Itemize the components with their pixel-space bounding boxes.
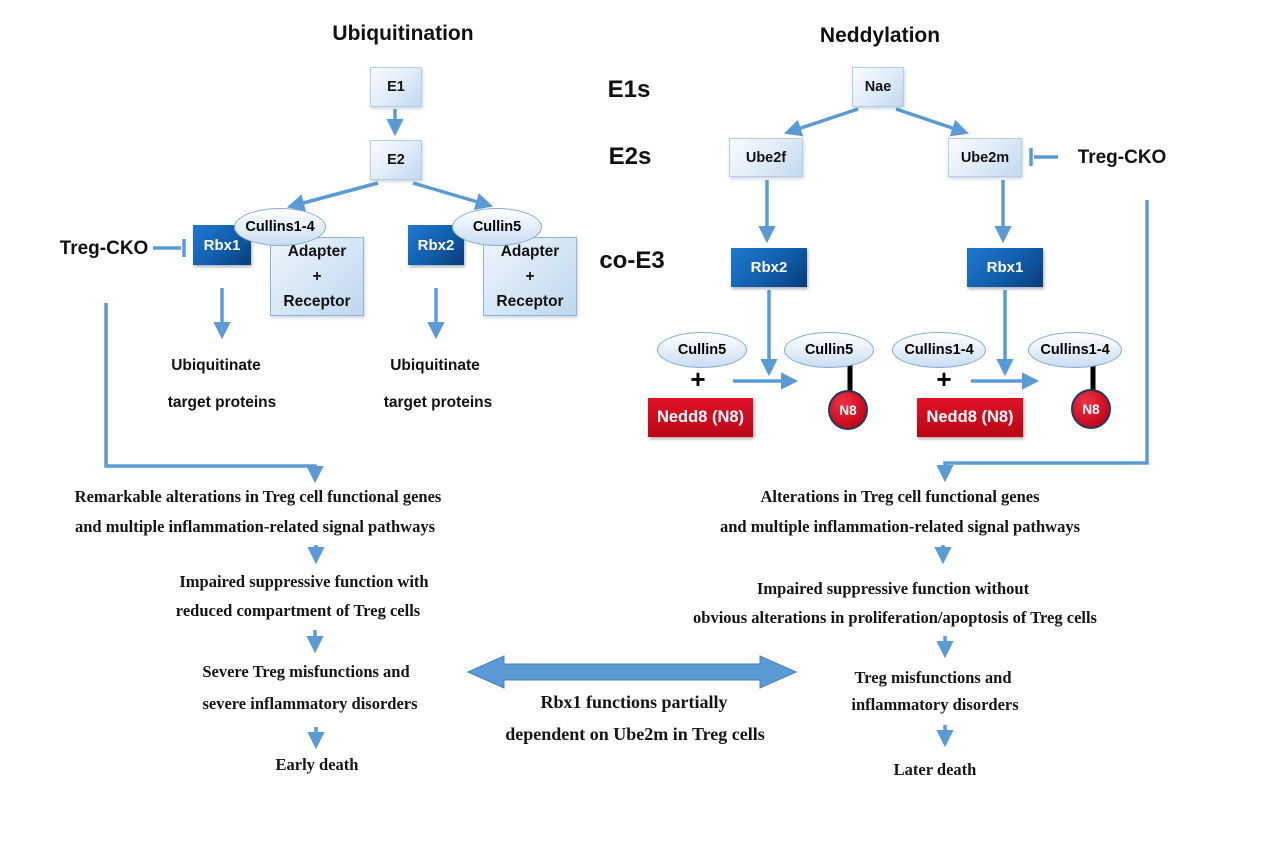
outcome-2-line1: Ubiquitinate — [390, 357, 480, 374]
arrow-e2-to-complex1 — [286, 181, 379, 212]
e1-box: E1 — [370, 67, 422, 107]
e2-box-label: E2 — [387, 152, 405, 168]
flow-right-1-line2: and multiple inflammation-related signal… — [720, 517, 1080, 536]
receptor-label-1: Receptor — [283, 293, 351, 310]
n8-circle-1: N8 — [828, 390, 868, 430]
stage-label-coe3: co-E3 — [599, 247, 665, 274]
cullin5-ellipse-left: Cullin5 — [452, 208, 542, 246]
cullins14-product-ellipse: Cullins1-4 — [1028, 332, 1122, 368]
adapter-plus-2: + — [525, 268, 535, 285]
flow-right-4-line1: Later death — [893, 760, 977, 779]
flow-left-1-line2: and multiple inflammation-related signal… — [75, 517, 435, 536]
cullins14-ellipse-left: Cullins1-4 — [234, 208, 326, 246]
center-caption-line1: Rbx1 functions partially — [540, 692, 728, 712]
flow-left-4-line1: Early death — [275, 755, 359, 774]
outcome-1-line1: Ubiquitinate — [171, 357, 261, 374]
nedd8-box-1-label: Nedd8 (N8) — [656, 408, 745, 426]
arrow-e2-to-complex2 — [412, 181, 494, 210]
cullins14-substrate-label: Cullins1-4 — [904, 342, 974, 358]
adapter-receptor-box-2: Adapter + Receptor — [483, 237, 577, 316]
treg-cko-label-right: Treg-CKO — [1077, 147, 1167, 168]
flow-right-3-line1: Treg misfunctions and — [854, 668, 1012, 687]
nedd8-box-1: Nedd8 (N8) — [648, 398, 753, 437]
flow-left-2-line2: reduced compartment of Treg cells — [175, 601, 421, 620]
nae-box-label: Nae — [864, 79, 892, 95]
ube2f-box: Ube2f — [729, 138, 803, 177]
elbow-connector-right — [936, 200, 1149, 483]
cullin5-ellipse-left-label: Cullin5 — [472, 219, 522, 235]
arrow-nae-to-ube2f — [784, 107, 859, 137]
ube2m-box-label: Ube2m — [960, 149, 1010, 166]
stage-label-e1s: E1s — [607, 76, 651, 103]
cullin5-substrate-label: Cullin5 — [677, 342, 727, 358]
cullin5-substrate-ellipse: Cullin5 — [657, 332, 747, 368]
stage-label-e2s: E2s — [608, 143, 652, 170]
flow-right-1-line1: Alterations in Treg cell functional gene… — [760, 487, 1040, 506]
n8-circle-1-label: N8 — [839, 402, 857, 418]
cullins14-product-label: Cullins1-4 — [1040, 342, 1110, 358]
n8-circle-2-label: N8 — [1082, 401, 1100, 417]
arrow-nae-to-ube2m — [895, 107, 969, 137]
flow-left-3-line1: Severe Treg misfunctions and — [202, 662, 410, 681]
rbx2-box-left-label: Rbx2 — [417, 236, 455, 254]
outcome-1-line2: target proteins — [167, 394, 277, 411]
flow-left-3-line2: severe inflammatory disorders — [202, 694, 418, 713]
elbow-connector-left — [104, 303, 324, 484]
rbx2-box-right: Rbx2 — [731, 248, 807, 287]
flow-right-3-line2: inflammatory disorders — [851, 695, 1019, 714]
e2-box: E2 — [370, 140, 422, 180]
receptor-label-2: Receptor — [496, 293, 564, 310]
treg-cko-label-left: Treg-CKO — [59, 238, 149, 259]
cullins14-substrate-ellipse: Cullins1-4 — [892, 332, 986, 368]
adapter-plus-1: + — [312, 268, 322, 285]
rbx2-box-right-label: Rbx2 — [750, 259, 788, 276]
center-caption-line2: dependent on Ube2m in Treg cells — [505, 724, 765, 744]
n8-circle-2: N8 — [1071, 389, 1111, 429]
ube2f-box-label: Ube2f — [745, 149, 787, 166]
ube2m-box: Ube2m — [948, 138, 1022, 177]
rbx1-box-right-label: Rbx1 — [986, 259, 1024, 276]
plus-sign-1: + — [690, 364, 706, 394]
rbx1-box-left-label: Rbx1 — [203, 236, 241, 254]
plus-sign-2: + — [936, 364, 952, 394]
double-arrow — [466, 655, 798, 689]
flow-left-1-line1: Remarkable alterations in Treg cell func… — [74, 487, 442, 506]
adapter-label-2: Adapter — [500, 243, 560, 260]
adapter-label-1: Adapter — [287, 243, 347, 260]
nedd8-box-2-label: Nedd8 (N8) — [926, 408, 1014, 426]
cullin5-product-label: Cullin5 — [804, 342, 854, 358]
flow-right-2-line2: obvious alterations in proliferation/apo… — [693, 608, 1097, 627]
rbx1-box-right: Rbx1 — [967, 248, 1043, 287]
right-pathway-title: Neddylation — [819, 24, 941, 47]
flow-right-2-line1: Impaired suppressive function without — [756, 579, 1030, 598]
adapter-receptor-box-1: Adapter + Receptor — [270, 237, 364, 316]
flow-left-2-line1: Impaired suppressive function with — [179, 572, 429, 591]
nedd8-box-2: Nedd8 (N8) — [917, 398, 1023, 437]
cullins14-ellipse-left-label: Cullins1-4 — [245, 219, 315, 235]
e1-box-label: E1 — [387, 79, 405, 95]
left-pathway-title: Ubiquitination — [332, 22, 474, 45]
outcome-2-line2: target proteins — [383, 394, 493, 411]
cullin5-product-ellipse: Cullin5 — [784, 332, 874, 368]
nae-box: Nae — [852, 67, 904, 107]
